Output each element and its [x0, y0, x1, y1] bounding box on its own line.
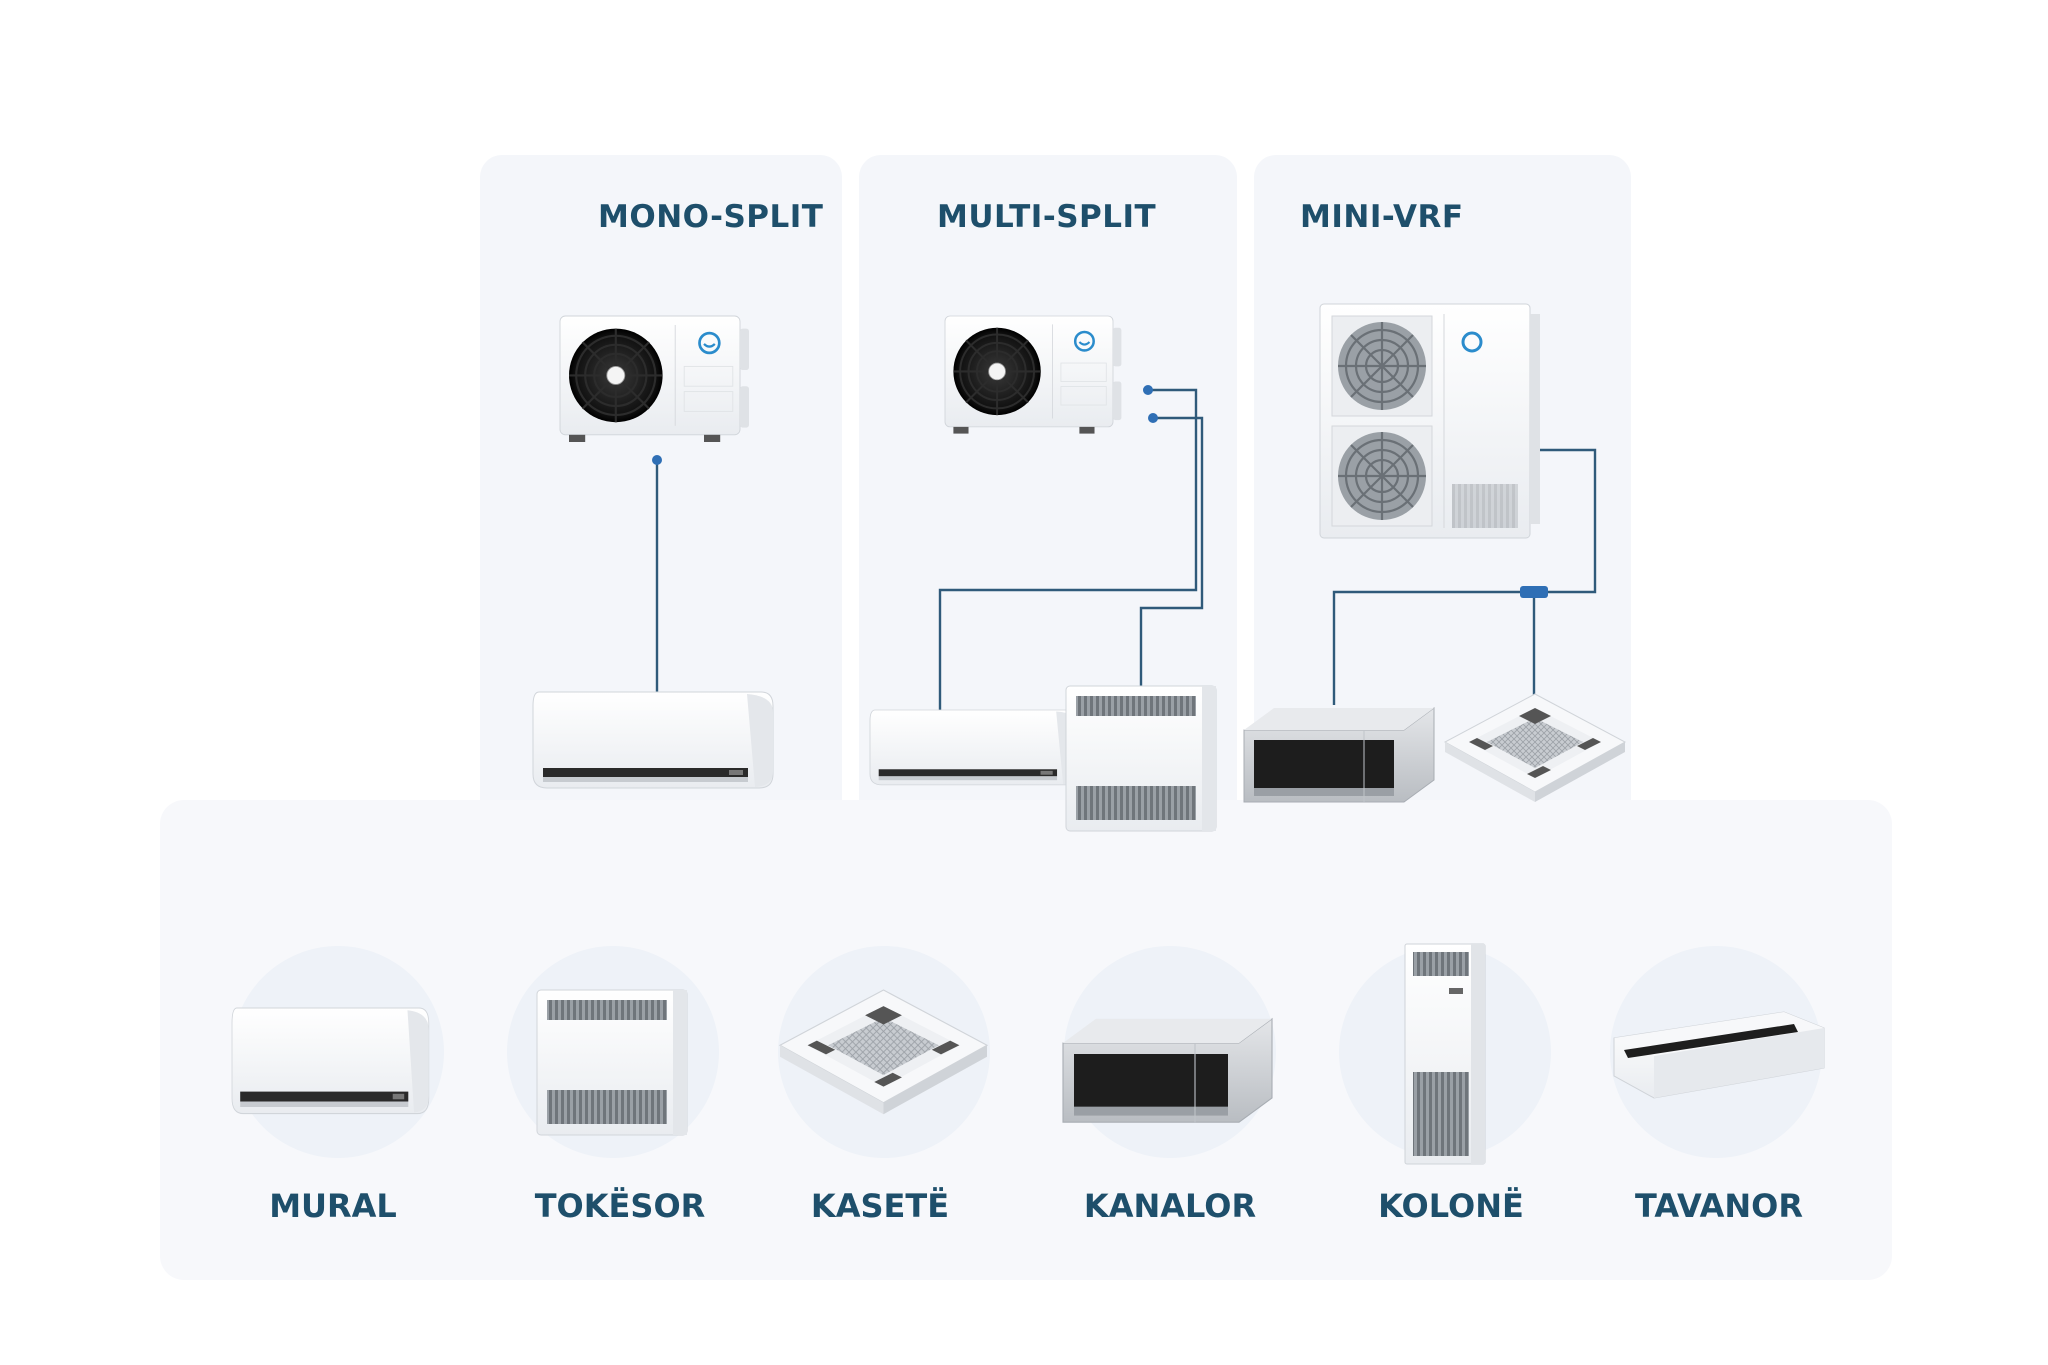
pipe-multi-split-wall — [938, 388, 1198, 712]
unit-type-label-kolone: KOLONË — [1378, 1187, 1524, 1225]
console-unit-multi-split-icon — [1065, 685, 1217, 832]
panel-title-mono-split: MONO-SPLIT — [598, 199, 824, 235]
unit-type-label-kasete: KASETË — [810, 1187, 950, 1225]
pipe-multi-split-console — [1139, 416, 1204, 690]
ducted-unit-icon — [1062, 1018, 1273, 1123]
unit-type-label-tavanor: TAVANOR — [1635, 1187, 1803, 1225]
pipe-connection-nodes — [652, 385, 1548, 598]
pipe-joint — [1143, 385, 1153, 395]
unit-type-label-tokesor: TOKËSOR — [534, 1187, 706, 1225]
wall-unit-mono-split-icon — [532, 691, 774, 789]
floor-console-unit-icon — [536, 989, 688, 1136]
outdoor-unit-mono-split-icon — [558, 314, 751, 444]
refrigerant-pipes — [655, 388, 1597, 712]
unit-type-label-mural: MURAL — [269, 1187, 397, 1225]
panel-title-mini-vrf: MINI-VRF — [1300, 199, 1464, 235]
branch-joint — [1520, 586, 1548, 598]
unit-type-label-kanalor: KANALOR — [1083, 1187, 1257, 1225]
pipe-vrf-ducted — [1332, 448, 1597, 705]
pipe-joint — [652, 455, 662, 465]
outdoor-unit-mini-vrf-icon — [1319, 303, 1540, 539]
wall-mounted-unit-icon — [231, 1007, 430, 1115]
pipe-joint — [1148, 413, 1158, 423]
floor-standing-column-unit-icon — [1404, 943, 1486, 1165]
outdoor-unit-multi-split-icon — [943, 314, 1123, 435]
ducted-unit-mini-vrf-icon — [1243, 707, 1435, 803]
panel-title-multi-split: MULTI-SPLIT — [937, 199, 1157, 235]
wall-unit-multi-split-icon — [869, 709, 1080, 786]
